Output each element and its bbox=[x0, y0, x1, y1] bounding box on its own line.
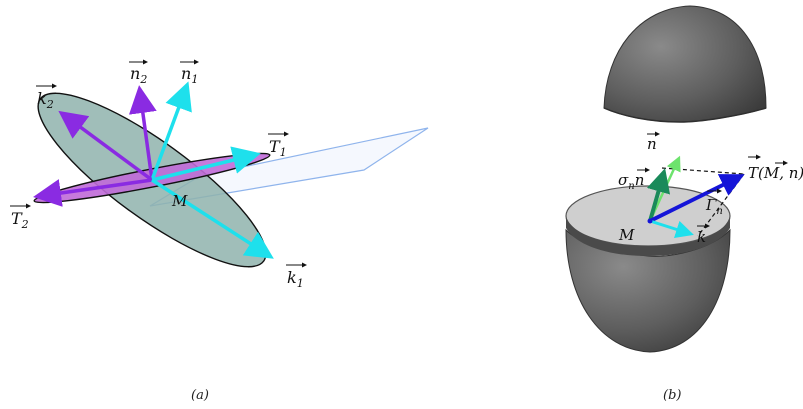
upper-half-body bbox=[603, 5, 767, 123]
vector-k1 bbox=[151, 178, 274, 259]
label-n1: n1 bbox=[180, 59, 199, 86]
vector-T1 bbox=[151, 146, 261, 182]
svg-text:k2: k2 bbox=[37, 89, 54, 111]
panel-a: n2 n1 k2 T1 T2 M k1 (a) bbox=[10, 59, 429, 403]
label-k2: k2 bbox=[36, 83, 57, 111]
caption-a: (a) bbox=[191, 388, 209, 403]
svg-text:σnn: σnn bbox=[618, 171, 644, 192]
vector-n2 bbox=[128, 85, 157, 181]
vector-T2 bbox=[33, 178, 153, 207]
vector-T-stress bbox=[649, 174, 745, 223]
svg-text:T1: T1 bbox=[269, 137, 287, 159]
vector-n1 bbox=[150, 81, 192, 181]
label-T-stress: T(M, n)dS bbox=[748, 154, 803, 182]
vector-k-tangential bbox=[649, 219, 694, 239]
svg-text:k: k bbox=[697, 228, 706, 246]
svg-text:n: n bbox=[647, 135, 657, 153]
label-k-b: k bbox=[697, 223, 710, 246]
svg-text:T(M, n)dS: T(M, n)dS bbox=[748, 164, 803, 182]
svg-text:n2: n2 bbox=[130, 64, 147, 86]
label-T1: T1 bbox=[268, 131, 289, 159]
label-n2: n2 bbox=[129, 59, 148, 86]
label-T2: T2 bbox=[10, 203, 31, 231]
svg-text:n1: n1 bbox=[181, 64, 198, 86]
label-n-b: n bbox=[647, 131, 660, 153]
label-Gamma-n: Γn bbox=[705, 188, 723, 217]
svg-text:T2: T2 bbox=[11, 209, 29, 231]
svg-text:Γn: Γn bbox=[705, 196, 723, 217]
point-M bbox=[647, 218, 653, 224]
caption-b: (b) bbox=[663, 388, 681, 403]
vector-sigma-n bbox=[646, 168, 671, 222]
label-M-b: M bbox=[618, 226, 635, 244]
svg-text:k1: k1 bbox=[287, 268, 304, 290]
vector-k2 bbox=[58, 110, 154, 182]
label-k1: k1 bbox=[286, 262, 307, 290]
panel-b: n σnn T(M, n)dS Γn M k (b) bbox=[565, 5, 803, 403]
label-M-a: M bbox=[171, 192, 188, 210]
label-sigma-n: σnn bbox=[618, 167, 650, 192]
